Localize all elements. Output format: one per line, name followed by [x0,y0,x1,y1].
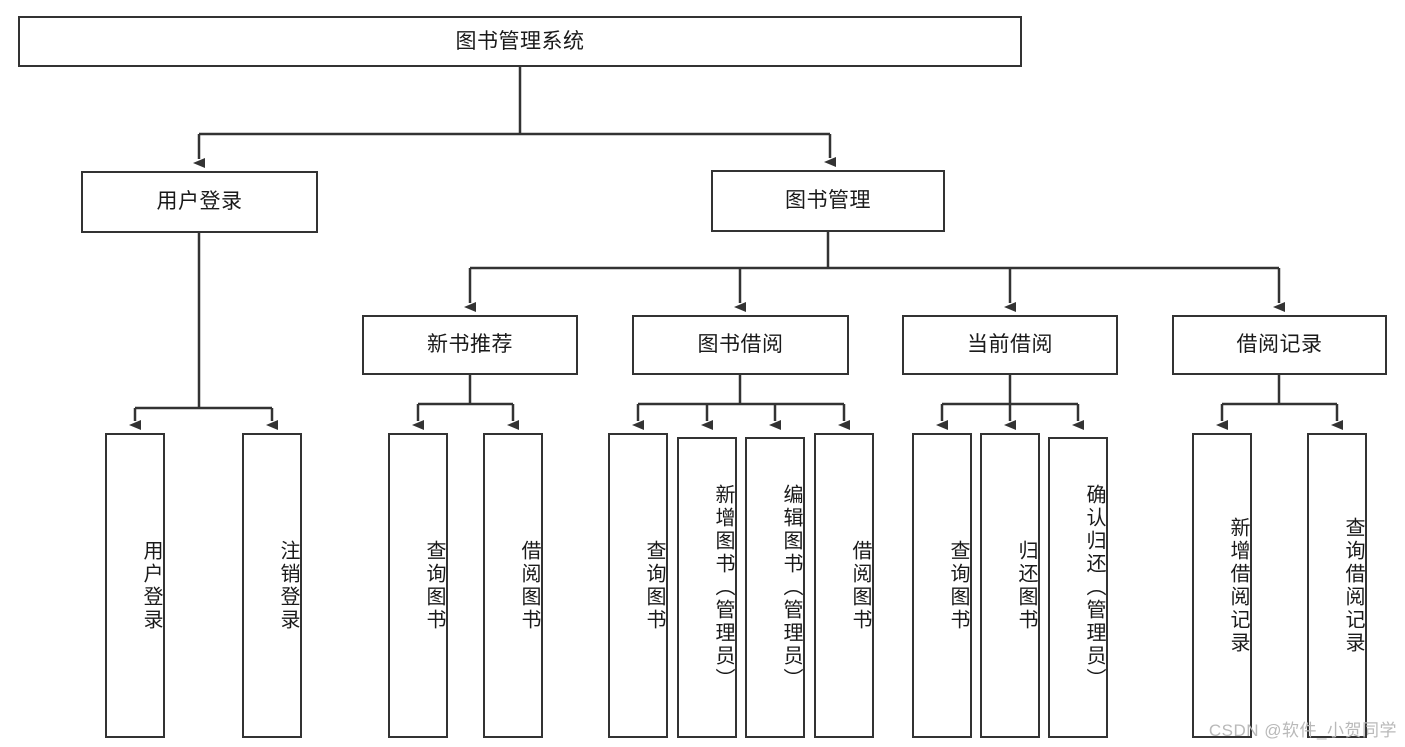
node-new-book-recommend[interactable]: 新书推荐 [362,315,578,375]
leaf-current-borrow-confirm-return[interactable]: 确认归还（管理员） [1048,437,1108,738]
leaf-book-borrow-lend[interactable]: 借阅图书 [814,433,874,738]
leaf-book-borrow-edit[interactable]: 编辑图书（管理员） [745,437,805,738]
leaf-borrow-record-add[interactable]: 新增借阅记录 [1192,433,1252,738]
leaf-book-borrow-query[interactable]: 查询图书 [608,433,668,738]
leaf-borrow-record-query[interactable]: 查询借阅记录 [1307,433,1367,738]
leaf-new-book-borrow[interactable]: 借阅图书 [483,433,543,738]
leaf-user-login-logout[interactable]: 注销登录 [242,433,302,738]
leaf-book-borrow-add[interactable]: 新增图书（管理员） [677,437,737,738]
leaf-user-login-login[interactable]: 用户登录 [105,433,165,738]
leaf-current-borrow-query[interactable]: 查询图书 [912,433,972,738]
node-root-system[interactable]: 图书管理系统 [18,16,1022,67]
node-borrow-record[interactable]: 借阅记录 [1172,315,1387,375]
node-book-management[interactable]: 图书管理 [711,170,945,232]
node-book-borrow[interactable]: 图书借阅 [632,315,849,375]
watermark-text: CSDN @软件_小贺同学 [1208,721,1397,740]
leaf-new-book-query[interactable]: 查询图书 [388,433,448,738]
node-current-borrow[interactable]: 当前借阅 [902,315,1118,375]
node-user-login[interactable]: 用户登录 [81,171,318,233]
leaf-current-borrow-return[interactable]: 归还图书 [980,433,1040,738]
